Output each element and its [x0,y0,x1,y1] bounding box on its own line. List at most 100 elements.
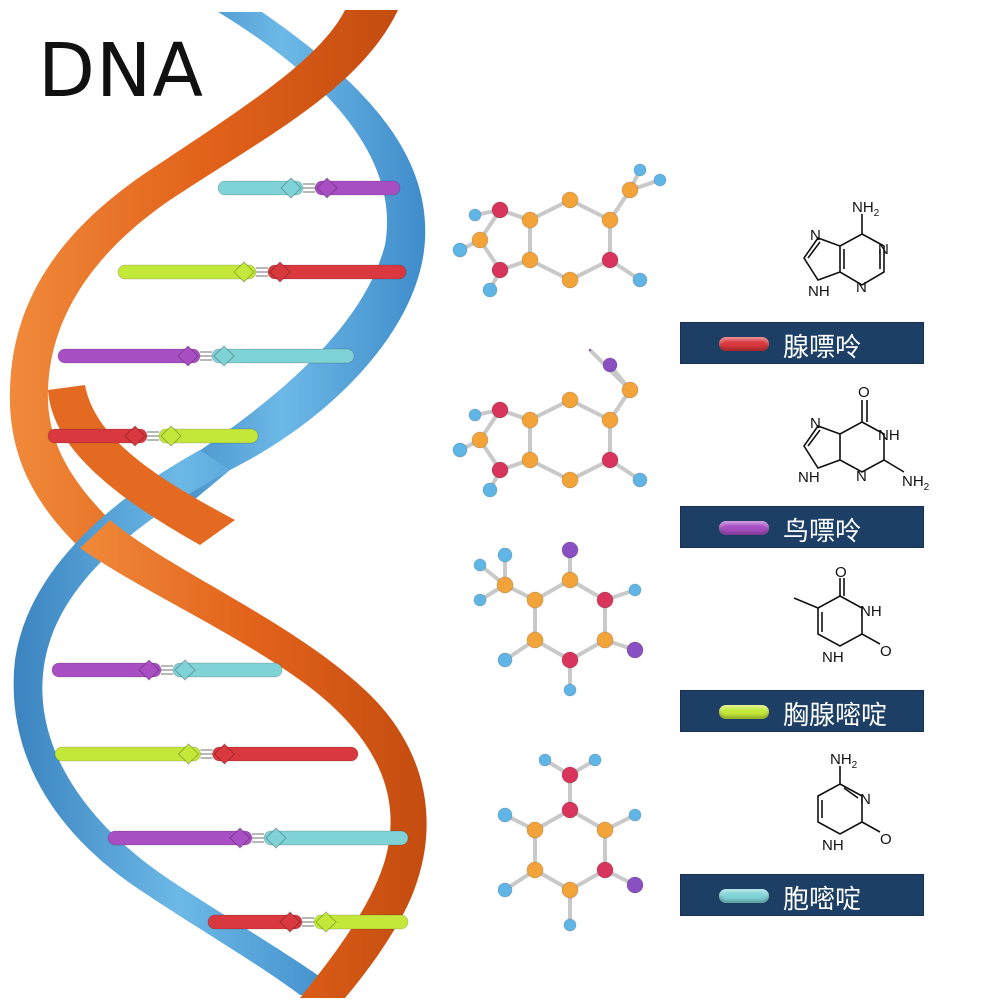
legend-guanine: 鸟嘌呤 [680,506,924,548]
cytosine-structure: NH2 N O NH [817,751,892,854]
svg-text:O: O [880,831,892,848]
atom [621,381,639,399]
base-knob [177,345,199,367]
atom [626,641,644,659]
atom [473,558,487,572]
svg-text:N: N [878,241,889,258]
atom [601,211,619,229]
atom [497,547,513,563]
atom [538,753,552,767]
atom [521,251,539,269]
base-pair [51,659,283,681]
svg-text:N: N [860,791,871,808]
atom [596,591,614,609]
svg-text:NH2: NH2 [830,751,858,771]
atom [561,471,579,489]
cytosine-label: 胞嘧啶 [783,885,862,915]
base-knob [174,659,196,681]
thymine-swatch [719,705,769,719]
thymine-structure: O NH O NH [793,566,892,666]
atom [633,163,647,177]
atom [497,652,513,668]
atom [561,651,579,669]
atom [561,391,579,409]
orange-strand-bottom [80,520,427,998]
atom [468,208,482,222]
base-knob [138,659,160,681]
svg-text:NH: NH [808,283,830,300]
svg-text:NH: NH [860,603,882,620]
base-knob [213,743,236,765]
atom [653,173,667,187]
atom [561,766,579,784]
base-knob [315,911,337,933]
atom [588,348,592,352]
svg-text:NH2: NH2 [902,473,930,493]
base-knob [160,425,182,447]
thymine-label: 胸腺嘧啶 [783,701,888,731]
atom [561,801,579,819]
atom [497,882,513,898]
atom [473,593,487,607]
atom [452,242,468,258]
adenine-model [452,163,667,298]
blue-strand-top [140,12,426,520]
svg-text:N: N [856,279,867,296]
base-knob [269,261,291,283]
atom [491,261,509,279]
svg-text:N: N [856,468,867,485]
cytosine-model [497,753,644,932]
base-knob [265,827,287,849]
svg-text:N: N [810,415,821,432]
guanine-structure: O NH N N NH NH2 [798,384,930,493]
atom [526,821,544,839]
svg-text:N: N [810,227,821,244]
atom [497,807,513,823]
base-knob [280,177,302,199]
atom [588,753,602,767]
atom [491,461,509,479]
base-pair [47,425,259,447]
guanine-label: 鸟嘌呤 [783,517,862,547]
atom [561,571,579,589]
base-knob [233,261,255,283]
orange-strand-top [9,10,398,548]
atom [601,251,619,269]
base-pairs [47,177,409,933]
svg-text:NH: NH [878,427,900,444]
atom [482,482,498,498]
svg-text:NH: NH [798,469,820,486]
nh2-label: NH2 [852,199,880,219]
adenine-label: 腺嘌呤 [783,333,862,363]
base-pair [57,345,355,367]
base-pair [217,177,401,199]
svg-text:O: O [835,566,847,581]
atom [561,191,579,209]
atom [596,631,614,649]
legend-cytosine: 胞嘧啶 [680,874,924,916]
atom [491,401,509,419]
atom [628,808,642,822]
base-pair [117,261,407,283]
atom [526,631,544,649]
atom [601,411,619,429]
guanine-swatch [719,521,769,535]
atom [561,881,579,899]
thymine-model [473,541,644,697]
orange-strand-cross [48,385,235,545]
atom [452,442,468,458]
svg-text:O: O [880,643,892,660]
atom [561,271,579,289]
atom [596,821,614,839]
base-pair [207,911,409,933]
base-pair [54,743,359,765]
atom [563,918,577,932]
atom [482,282,498,298]
atom [621,181,639,199]
base-knob [124,425,146,447]
svg-text:NH: NH [822,649,844,666]
atom [471,231,489,249]
